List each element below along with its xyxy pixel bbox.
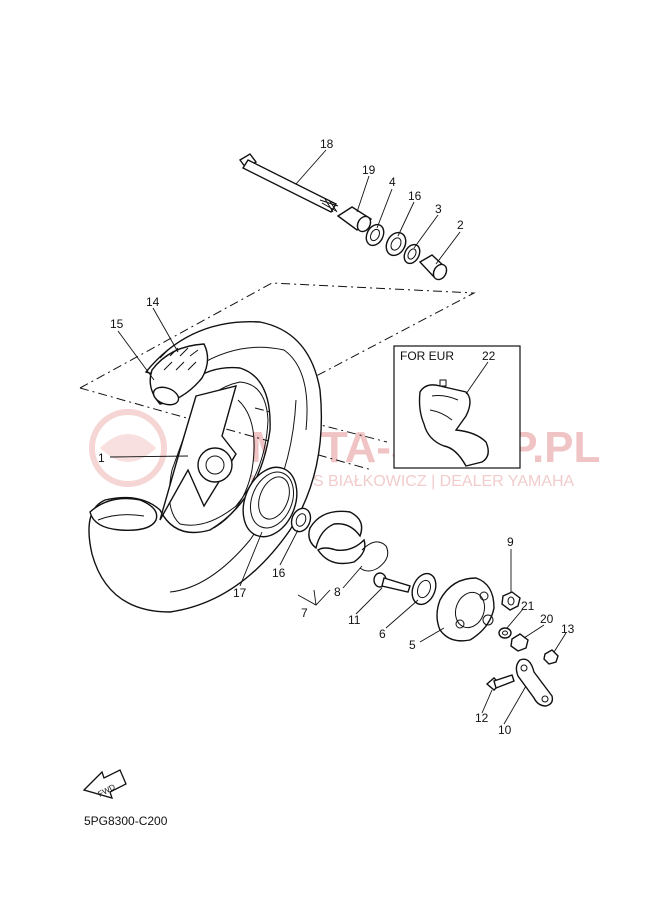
cam-nut — [510, 633, 529, 652]
spacer-collar — [418, 254, 448, 281]
bearing-16-lower — [290, 507, 312, 533]
bearing-16-upper — [385, 231, 407, 257]
callout-17: 17 — [233, 586, 247, 600]
brake-cover — [418, 379, 489, 467]
plain-washer — [498, 627, 512, 639]
lever-nut — [543, 649, 559, 665]
callout-14: 14 — [146, 295, 160, 309]
oil-seal — [403, 243, 421, 265]
collar — [336, 206, 373, 233]
callout-18: 18 — [320, 137, 334, 151]
callout-8: 8 — [334, 585, 341, 599]
callout-2: 2 — [457, 218, 464, 232]
callout-11: 11 — [348, 613, 361, 627]
callout-6: 6 — [379, 627, 386, 641]
tire-tube-valve — [149, 343, 209, 406]
brake-shoe-plate — [436, 577, 495, 642]
callout-12: 12 — [475, 711, 489, 725]
lever-bolt — [485, 674, 515, 691]
brake-camshaft — [373, 572, 411, 593]
callout-20: 20 — [540, 612, 554, 626]
callout-10: 10 — [498, 723, 512, 737]
variant-box-eur: FOR EUR — [393, 345, 521, 469]
brake-shoes — [308, 510, 366, 565]
watermark: MOTA-SKLEP.PL MOTOBIS BIAŁKOWICZ | DEALE… — [89, 409, 600, 490]
callout-1: 1 — [98, 451, 105, 465]
callout-13: 13 — [561, 622, 575, 636]
callout-3: 3 — [435, 202, 442, 216]
callout-22: 22 — [482, 349, 496, 363]
callouts: 18 19 4 16 3 2 14 15 22 1 9 16 17 8 7 11… — [98, 137, 575, 737]
axle-nut — [501, 591, 521, 611]
brake-spring — [359, 541, 389, 572]
callout-4: 4 — [389, 175, 396, 189]
callout-19: 19 — [362, 163, 376, 177]
fwd-arrow-icon: FWD — [82, 769, 127, 799]
callout-9: 9 — [507, 535, 514, 549]
watermark-logo-icon — [89, 409, 167, 487]
leader-lines — [109, 149, 567, 725]
callout-21: 21 — [521, 599, 535, 613]
watermark-subtitle: MOTOBIS BIAŁKOWICZ | DEALER YAMAHA — [250, 473, 575, 490]
front-wheel-axle — [238, 153, 339, 213]
brake-drum-ring — [242, 466, 298, 538]
callout-16-lower: 16 — [272, 566, 286, 580]
front-wheel — [88, 321, 323, 613]
callout-7: 7 — [301, 606, 308, 620]
brake-camshaft-lever — [515, 658, 554, 707]
brake-oil-seal — [411, 572, 437, 606]
callout-16-upper: 16 — [408, 189, 422, 203]
variant-box-label: FOR EUR — [400, 349, 454, 363]
bearing-4 — [365, 223, 385, 247]
callout-5: 5 — [409, 638, 416, 652]
callout-15: 15 — [110, 317, 124, 331]
diagram-code: 5PG8300-C200 — [84, 814, 168, 828]
